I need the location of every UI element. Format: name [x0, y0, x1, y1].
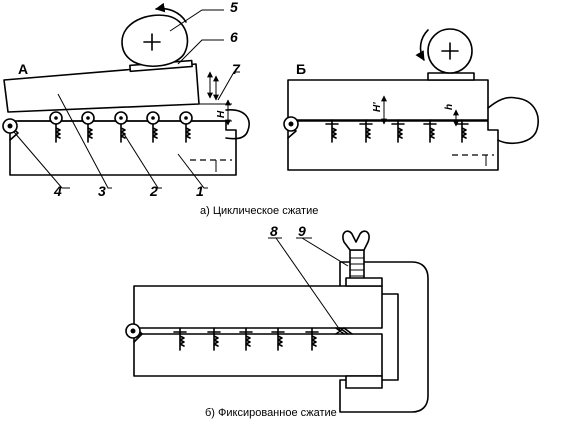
panel-c: 8 9	[125, 223, 429, 413]
dim-H-prime: H'	[372, 102, 383, 112]
panel-a: H А 5 6 7 4 3 2 1	[2, 0, 250, 199]
specimen-clips	[49, 111, 193, 143]
callout-8: 8	[270, 223, 278, 239]
callout-3: 3	[98, 183, 106, 199]
hinge-pin-c	[130, 328, 136, 334]
upper-plate-b	[287, 79, 489, 121]
cam-axis	[143, 33, 161, 51]
screw-threads	[350, 257, 364, 277]
cam-axis-b	[441, 42, 459, 60]
base-plate-b	[287, 120, 499, 171]
pad-b	[427, 72, 475, 81]
fixed-clips	[173, 327, 319, 351]
panel-a-label: А	[18, 61, 28, 77]
dim-H: H	[216, 110, 227, 118]
callout-1: 1	[196, 183, 204, 199]
clamp-jaw	[345, 375, 383, 389]
upper-plate-c	[133, 285, 383, 329]
compressed-clips	[325, 119, 469, 143]
callout-7: 7	[232, 61, 241, 77]
leader-8	[275, 237, 341, 331]
callouts-a: 5 6 7 4 3 2 1	[13, 0, 241, 199]
callout-4: 4	[53, 183, 62, 199]
panel-b-label: Б	[296, 61, 306, 77]
caption-c: б) Фиксированное сжатие	[205, 407, 337, 419]
clamp-frame-9	[339, 261, 429, 413]
rotation-arrow-a	[155, 2, 187, 23]
end-piece-b	[487, 96, 540, 145]
clamp-top-pad	[345, 277, 383, 287]
callout-2: 2	[149, 183, 158, 199]
callout-5: 5	[230, 0, 238, 15]
spacer-8	[335, 327, 353, 335]
hinge-pin	[7, 123, 13, 129]
leader-9	[301, 237, 349, 267]
wing-nut	[342, 230, 370, 251]
callout-9: 9	[298, 223, 306, 239]
lower-plate-c	[133, 333, 383, 377]
hinge-pin-b	[288, 121, 294, 127]
caption-a: а) Циклическое сжатие	[200, 205, 318, 217]
rotation-arrow-b	[415, 29, 429, 61]
panel-b: H' h Б	[283, 28, 540, 171]
callout-6: 6	[230, 29, 238, 45]
cam-5	[121, 14, 189, 67]
dim-h: h	[444, 104, 455, 110]
end-piece	[225, 109, 250, 140]
upper-plate-3	[3, 63, 200, 113]
